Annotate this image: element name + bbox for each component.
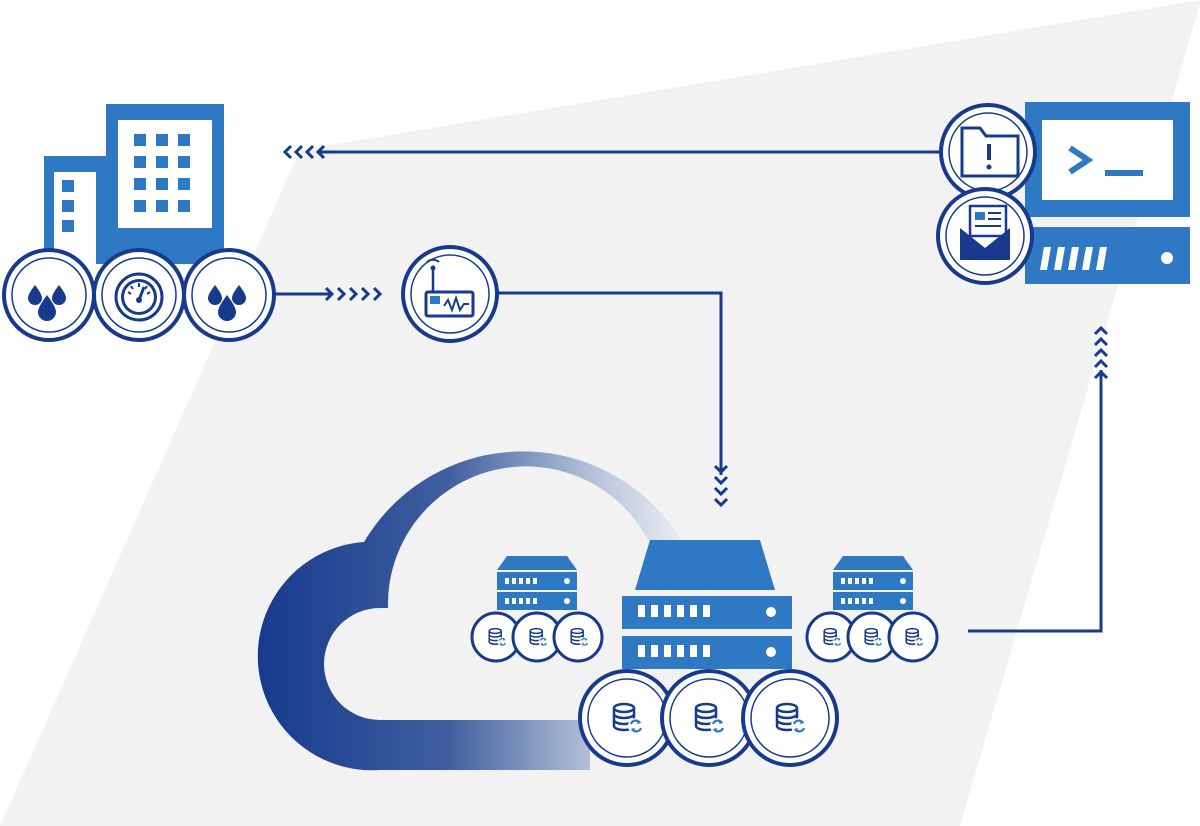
database-sync-icon xyxy=(470,611,604,663)
water-drops-right-icon xyxy=(182,248,276,342)
water-drops-left-icon xyxy=(2,248,96,342)
cloud-icon xyxy=(257,451,681,771)
database-sync-icon xyxy=(805,611,939,663)
server-center-icon xyxy=(622,540,792,669)
email-icon xyxy=(936,187,1034,285)
alert-folder-icon xyxy=(939,103,1037,201)
flow-arrow-computer-to-building xyxy=(282,144,941,160)
terminal-computer-icon xyxy=(1025,102,1190,284)
gauge-icon xyxy=(92,248,186,342)
database-sync-icon xyxy=(578,669,839,767)
flow-arrow-telemetry-to-cloud xyxy=(497,291,729,508)
server-left-icon xyxy=(497,556,577,610)
flow-arrow-building-to-telemetry xyxy=(275,286,383,302)
building-icon xyxy=(44,104,224,264)
server-right-icon xyxy=(833,556,913,610)
radio-transmitter-icon xyxy=(401,245,499,343)
flow-arrow-cloud-to-computer xyxy=(968,325,1109,633)
